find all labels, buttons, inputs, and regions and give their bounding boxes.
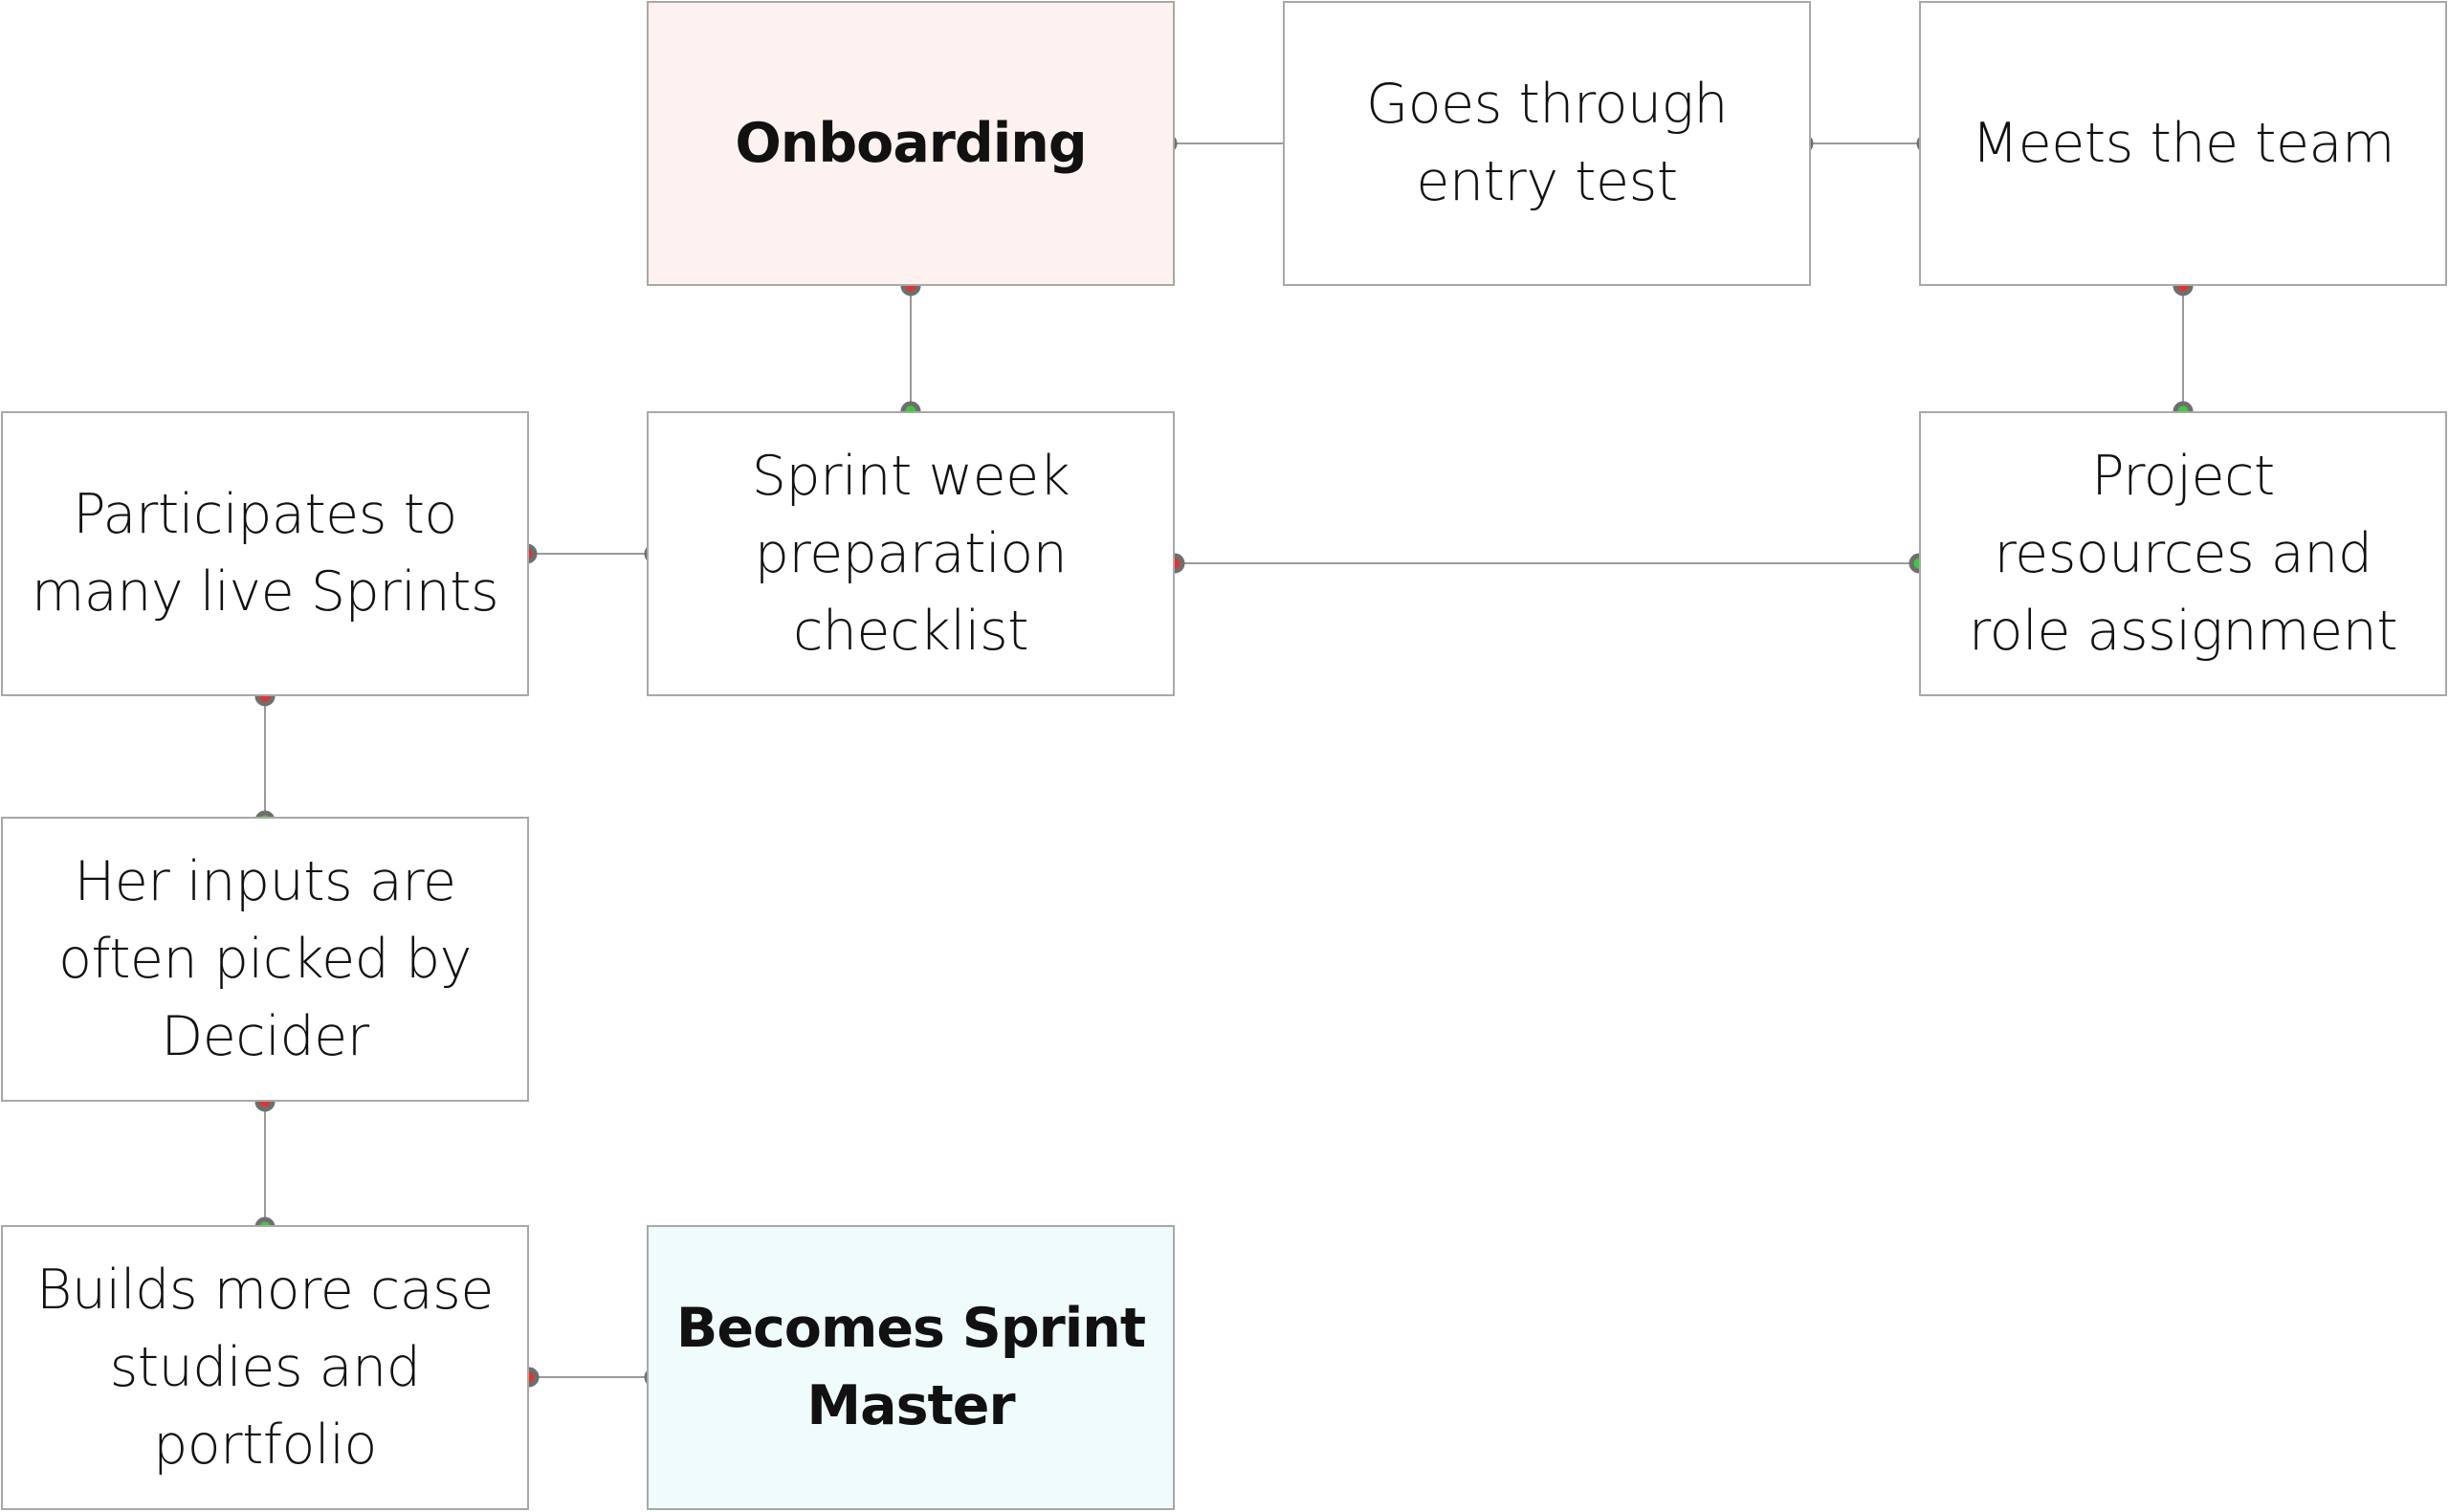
node-meets-team[interactable]: Meets the team xyxy=(1919,1,2447,286)
node-label: Meets the team xyxy=(1971,111,2395,175)
node-onboarding[interactable]: Onboarding xyxy=(647,1,1175,286)
node-label: Onboarding xyxy=(735,111,1087,175)
